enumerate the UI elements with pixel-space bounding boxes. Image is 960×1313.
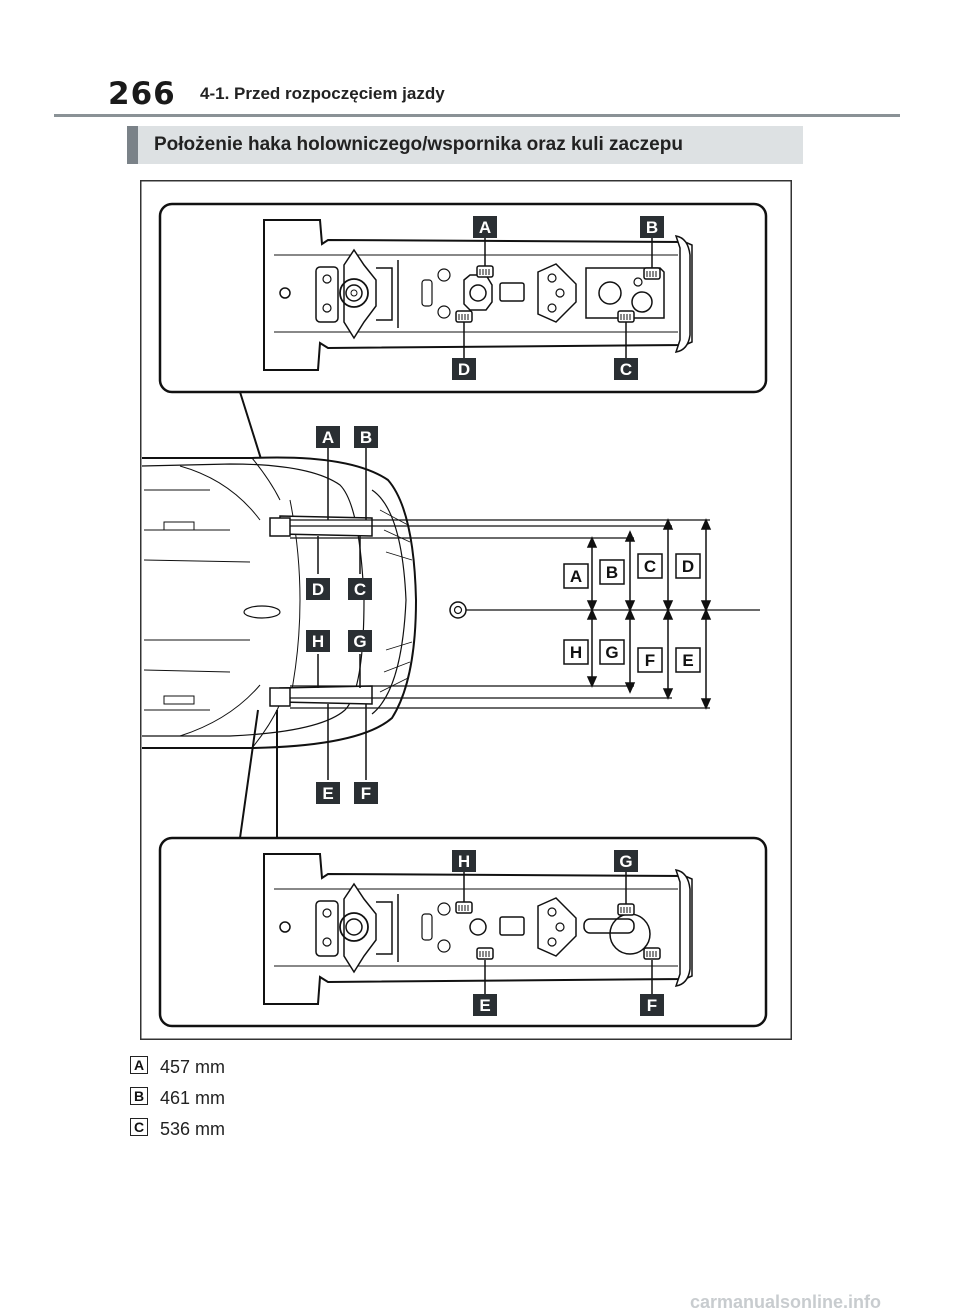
section-title: Położenie haka holowniczego/wspornika or… xyxy=(154,134,683,155)
callout-label: A xyxy=(479,218,491,237)
header-divider xyxy=(54,114,900,117)
callout-label: C xyxy=(354,580,366,599)
dimension-labels: A B C D H G F E xyxy=(563,553,701,673)
top-detail-labels: A B D C xyxy=(452,216,664,380)
callout-label: D xyxy=(312,580,324,599)
dimension-label: A xyxy=(570,567,582,586)
dimension-label: F xyxy=(645,651,655,670)
section-header: Położenie haka holowniczego/wspornika or… xyxy=(127,126,803,164)
dimension-label: H xyxy=(570,643,582,662)
callout-label: G xyxy=(353,632,366,651)
vehicle-top-view xyxy=(141,448,760,780)
dimension-label: B xyxy=(606,563,618,582)
callout-label: B xyxy=(646,218,658,237)
callout-label: F xyxy=(361,784,371,803)
dimension-label: C xyxy=(644,557,656,576)
dimension-label: D xyxy=(682,557,694,576)
page-number: 266 xyxy=(108,76,176,112)
callout-label: D xyxy=(458,360,470,379)
legend-key: B xyxy=(130,1087,148,1105)
legend-value: 457 mm xyxy=(160,1057,226,1077)
callout-label: E xyxy=(479,996,490,1015)
callout-label: H xyxy=(312,632,324,651)
dimension-label: E xyxy=(682,651,693,670)
legend-value: 536 mm xyxy=(160,1119,226,1139)
legend-value: 461 mm xyxy=(160,1088,226,1108)
bottom-detail-panel xyxy=(158,709,768,1028)
callout-label: G xyxy=(619,852,632,871)
chapter-title: 4-1. Przed rozpoczęciem jazdy xyxy=(200,84,445,103)
callout-label: H xyxy=(458,852,470,871)
watermark: carmanualsonline.info xyxy=(690,1292,882,1312)
callout-label: B xyxy=(360,428,372,447)
legend-key: A xyxy=(130,1056,148,1074)
callout-label: A xyxy=(322,428,334,447)
middle-callout-labels: A B D C H G E F xyxy=(306,426,378,804)
hitch-location-diagram: A B D C A B D C H G E F A B C D H G F E … xyxy=(140,180,792,1040)
legend-key: C xyxy=(130,1118,148,1136)
callout-label: F xyxy=(647,996,657,1015)
callout-label: C xyxy=(620,360,632,379)
bottom-detail-labels: H G E F xyxy=(452,850,664,1016)
dimension-label: G xyxy=(605,643,618,662)
callout-label: E xyxy=(322,784,333,803)
